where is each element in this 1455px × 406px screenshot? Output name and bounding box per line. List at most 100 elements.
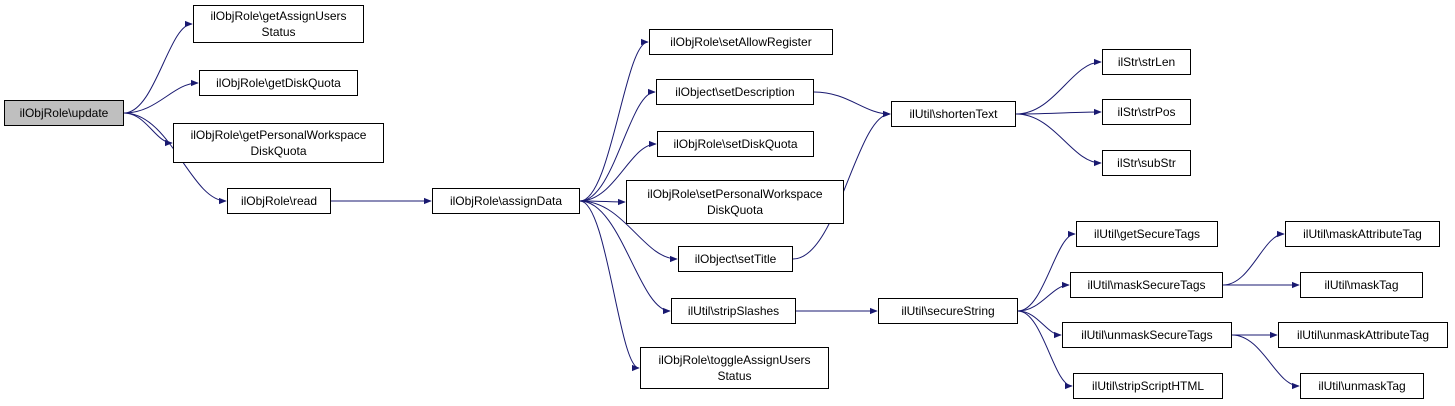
node-label: ilObject\setTitle [695, 251, 777, 267]
node-label: ilObjRole\assignData [450, 193, 562, 209]
node-label: ilUtil\maskAttributeTag [1303, 226, 1422, 242]
edge-shortenText-to-strPos [1015, 108, 1102, 116]
node-label-line: ilUtil\unmaskSecureTags [1081, 328, 1213, 342]
edge-maskSecureTags-to-maskAttributeTag [1222, 230, 1285, 286]
node-label: ilObject\setDescription [675, 84, 794, 100]
edge-unmaskSecureTags-to-unmaskTag [1231, 334, 1300, 390]
node-label-line: ilUtil\unmaskTag [1318, 379, 1406, 393]
node-get-disk-quota[interactable]: ilObjRole\getDiskQuota [199, 70, 358, 96]
node-mask-secure-tags[interactable]: ilUtil\maskSecureTags [1070, 272, 1223, 298]
node-label: ilUtil\unmaskTag [1318, 378, 1405, 394]
edge-shortenText-to-strLen [1015, 58, 1102, 115]
node-get-secure-tags[interactable]: ilUtil\getSecureTags [1076, 221, 1218, 247]
node-label: ilUtil\stripSlashes [688, 303, 779, 319]
node-shorten-text[interactable]: ilUtil\shortenText [891, 101, 1016, 127]
node-label-line: ilObjRole\setPersonalWorkspace [647, 187, 823, 201]
edge-shortenText-to-subStr [1015, 113, 1102, 167]
edge-assignData-to-setTitle [579, 200, 678, 263]
node-label-line: Status [717, 369, 752, 383]
node-label-line: ilUtil\secureString [901, 304, 995, 318]
node-label-line: DiskQuota [250, 144, 307, 158]
node-label-line: ilObjRole\getPersonalWorkspace [190, 128, 367, 142]
node-label: ilObjRole\update [20, 105, 109, 121]
node-label: ilObjRole\getDiskQuota [216, 75, 341, 91]
node-str-pos[interactable]: ilStr\strPos [1102, 99, 1191, 125]
node-label: ilUtil\unmaskSecureTags [1081, 327, 1212, 343]
node-label: ilUtil\unmaskAttributeTag [1297, 327, 1429, 343]
node-update: ilObjRole\update [4, 100, 124, 126]
edge-secureString-to-maskSecureTags [1017, 281, 1070, 312]
node-sub-str[interactable]: ilStr\subStr [1102, 150, 1191, 176]
node-label-line: ilStr\subStr [1117, 156, 1176, 170]
node-label: ilStr\strLen [1118, 54, 1175, 70]
node-label-line: ilUtil\shortenText [909, 107, 998, 121]
node-set-title[interactable]: ilObject\setTitle [678, 246, 793, 272]
node-set-description[interactable]: ilObject\setDescription [656, 79, 814, 105]
node-set-allow-register[interactable]: ilObjRole\setAllowRegister [649, 29, 833, 55]
node-str-len[interactable]: ilStr\strLen [1102, 49, 1191, 75]
node-label-line: ilObjRole\update [19, 106, 109, 120]
node-label-line: ilStr\strPos [1117, 105, 1176, 119]
node-unmask-tag[interactable]: ilUtil\unmaskTag [1300, 373, 1424, 399]
node-label-line: ilUtil\stripSlashes [687, 304, 780, 318]
node-label-line: ilObject\setTitle [694, 252, 777, 266]
edge-update-to-getAssignUsersStatus [123, 20, 193, 114]
edge-update-to-getDiskQuota [123, 79, 199, 114]
node-unmask-secure-tags[interactable]: ilUtil\unmaskSecureTags [1062, 322, 1232, 348]
node-mask-attribute-tag[interactable]: ilUtil\maskAttributeTag [1285, 221, 1440, 247]
node-strip-script-html[interactable]: ilUtil\stripScriptHTML [1073, 373, 1223, 399]
node-label-line: DiskQuota [706, 203, 763, 217]
node-label-line: ilObjRole\toggleAssignUsers [658, 353, 811, 367]
node-label-line: ilObjRole\setAllowRegister [670, 35, 812, 49]
edge-assignData-to-toggleAssignUsersStatus [579, 200, 640, 372]
edge-setDescription-to-shortenText [813, 91, 891, 118]
node-label: ilUtil\secureString [901, 303, 994, 319]
edge-assignData-to-setDescription [579, 88, 656, 202]
edge-secureString-to-getSecureTags [1017, 230, 1076, 312]
node-label-line: ilObjRole\read [240, 194, 318, 208]
node-label-line: ilUtil\stripScriptHTML [1091, 379, 1204, 393]
node-mask-tag[interactable]: ilUtil\maskTag [1300, 272, 1423, 298]
node-label: ilObjRole\setDiskQuota [673, 136, 797, 152]
node-label-line: ilObjRole\setDiskQuota [673, 137, 798, 151]
node-assign-data[interactable]: ilObjRole\assignData [432, 188, 580, 214]
edge-setTitle-to-shortenText [792, 110, 891, 260]
node-label-line: ilObjRole\assignData [449, 194, 563, 208]
node-label-line: ilUtil\maskAttributeTag [1303, 227, 1422, 241]
edge-assignData-to-setDiskQuota [579, 140, 657, 202]
node-label-line: ilStr\strLen [1117, 55, 1176, 69]
node-label-line: ilObjRole\getDiskQuota [216, 76, 341, 90]
node-label-line: ilUtil\getSecureTags [1093, 227, 1201, 241]
node-label: ilUtil\stripScriptHTML [1092, 378, 1204, 394]
node-label: ilUtil\getSecureTags [1094, 226, 1200, 242]
node-label-line: ilUtil\unmaskAttributeTag [1296, 328, 1430, 342]
edge-assignData-to-stripSlashes [579, 200, 671, 315]
node-label-line: ilObject\setDescription [675, 85, 795, 99]
node-label: ilUtil\maskSecureTags [1087, 277, 1205, 293]
node-label-line: ilUtil\maskSecureTags [1087, 278, 1206, 292]
node-label-line: ilObjRole\getAssignUsers [210, 9, 347, 23]
node-label-line: ilUtil\maskTag [1324, 278, 1399, 292]
node-label: ilStr\subStr [1117, 155, 1176, 171]
node-secure-string[interactable]: ilUtil\secureString [878, 298, 1018, 324]
node-strip-slashes[interactable]: ilUtil\stripSlashes [671, 298, 796, 324]
node-read[interactable]: ilObjRole\read [227, 188, 331, 214]
edge-assignData-to-setAllowRegister [579, 38, 649, 202]
edge-secureString-to-stripScriptHTML [1017, 310, 1073, 390]
node-unmask-attribute-tag[interactable]: ilUtil\unmaskAttributeTag [1278, 322, 1448, 348]
node-label: ilObjRole\read [241, 193, 317, 209]
node-label: ilObjRole\setAllowRegister [670, 34, 811, 50]
node-label-line: Status [261, 25, 296, 39]
node-label: ilUtil\maskTag [1324, 277, 1398, 293]
node-set-disk-quota[interactable]: ilObjRole\setDiskQuota [657, 131, 814, 157]
